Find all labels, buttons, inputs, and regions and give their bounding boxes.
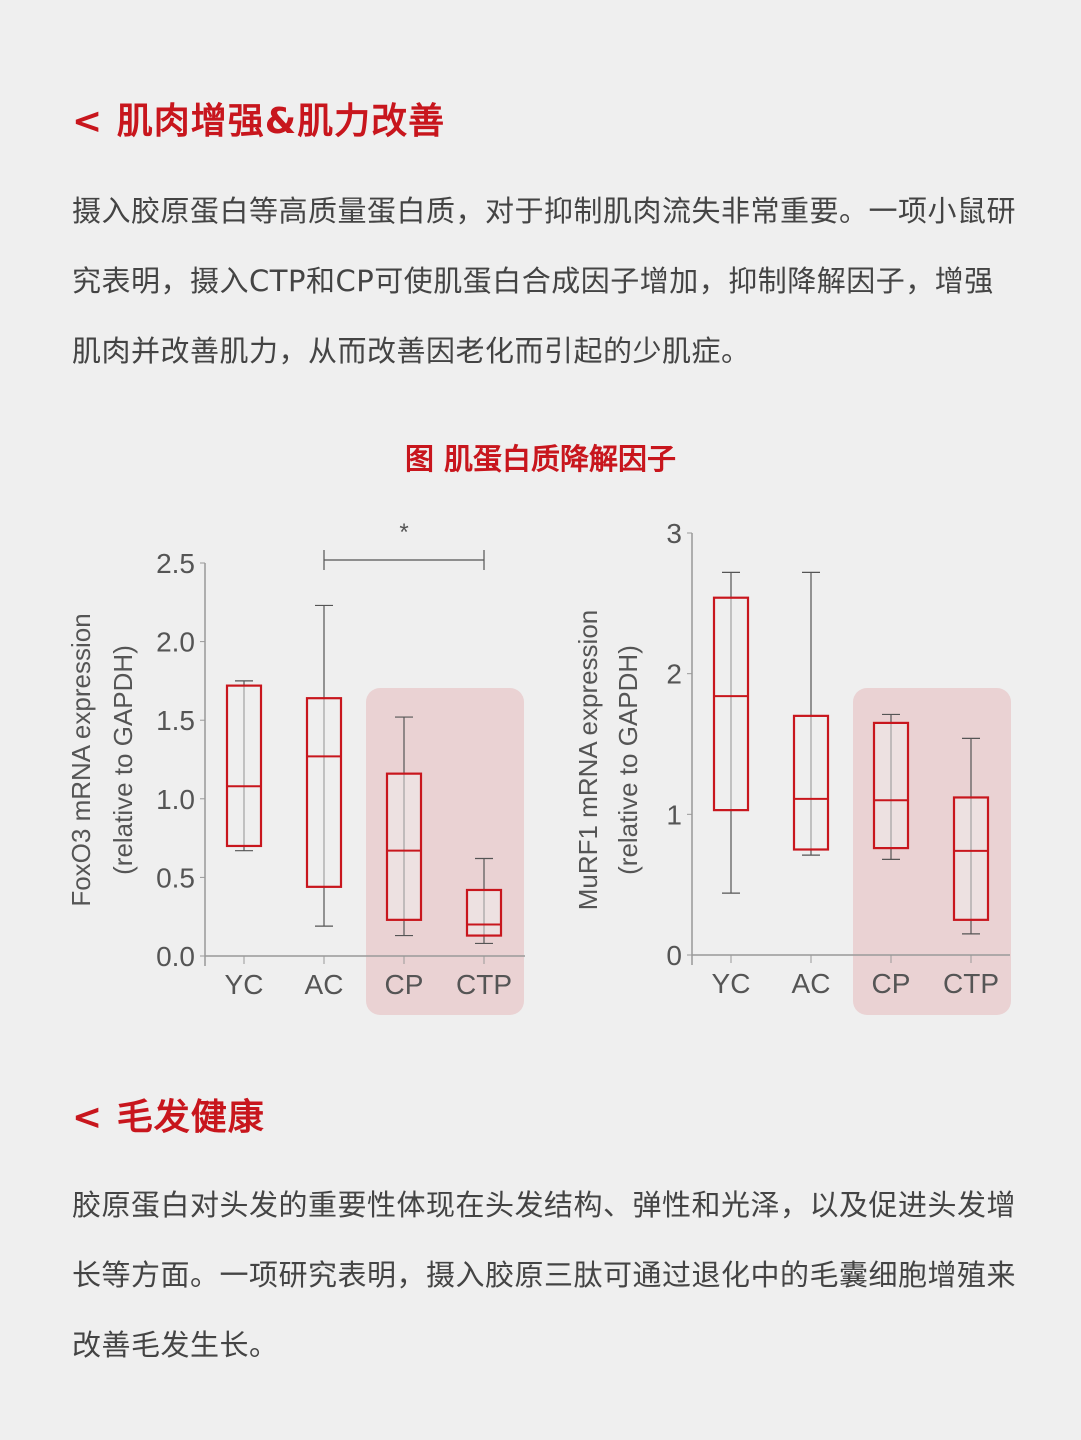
y-axis-label: MuRF1 mRNA expression — [573, 610, 603, 911]
x-tick-label: CP — [385, 969, 424, 1000]
y-tick-label: 0.0 — [156, 941, 195, 972]
y-axis-label: FoxO3 mRNA expression — [66, 613, 96, 906]
x-tick-label: YC — [225, 969, 264, 1000]
x-tick-label: CP — [872, 968, 911, 999]
box — [385, 772, 423, 921]
y-tick-label: 2 — [666, 659, 682, 690]
y-tick-label: 3 — [666, 518, 682, 549]
box-ctp: CTP — [943, 737, 999, 999]
box — [465, 888, 503, 937]
significance-bracket — [323, 550, 485, 570]
section-body-hair: 胶原蛋白对头发的重要性体现在头发结构、弹性和光泽，以及促进头发增长等方面。一项研… — [72, 1188, 1017, 1362]
box-ac: AC — [792, 571, 831, 999]
x-tick-label: AC — [305, 969, 344, 1000]
figure-caption: 图 肌蛋白质降解因子 — [404, 442, 677, 476]
box — [712, 596, 750, 812]
significance-label: * — [399, 519, 408, 546]
box-cp: CP — [872, 713, 911, 999]
y-tick-label: 0.5 — [156, 862, 195, 893]
box — [792, 714, 830, 851]
box-ac: AC — [305, 604, 344, 1000]
y-axis-label-sub: (relative to GAPDH) — [108, 645, 138, 875]
box — [952, 796, 990, 921]
y-tick-label: 1.0 — [156, 784, 195, 815]
box — [305, 697, 343, 888]
section-body-muscle: 摄入胶原蛋白等高质量蛋白质，对于抑制肌肉流失非常重要。一项小鼠研究表明，摄入CT… — [72, 194, 1017, 368]
box-yc: YC — [712, 571, 751, 999]
y-tick-label: 2.5 — [156, 548, 195, 579]
y-tick-label: 2.0 — [156, 627, 195, 658]
x-tick-label: CTP — [943, 968, 999, 999]
box — [225, 684, 263, 848]
x-tick-label: YC — [712, 968, 751, 999]
box — [872, 721, 910, 850]
x-tick-label: AC — [792, 968, 831, 999]
y-axis-label-sub: (relative to GAPDH) — [613, 645, 643, 875]
y-tick-label: 1 — [666, 799, 682, 830]
box-yc: YC — [225, 680, 264, 1000]
y-tick-label: 1.5 — [156, 705, 195, 736]
box-ctp: CTP — [456, 857, 512, 1000]
y-tick-label: 0 — [666, 940, 682, 971]
box-cp: CP — [385, 716, 424, 1000]
x-tick-label: CTP — [456, 969, 512, 1000]
section-title-muscle: < 肌肉增强&肌力改善 — [72, 101, 446, 142]
section-title-hair: < 毛发健康 — [72, 1097, 265, 1138]
